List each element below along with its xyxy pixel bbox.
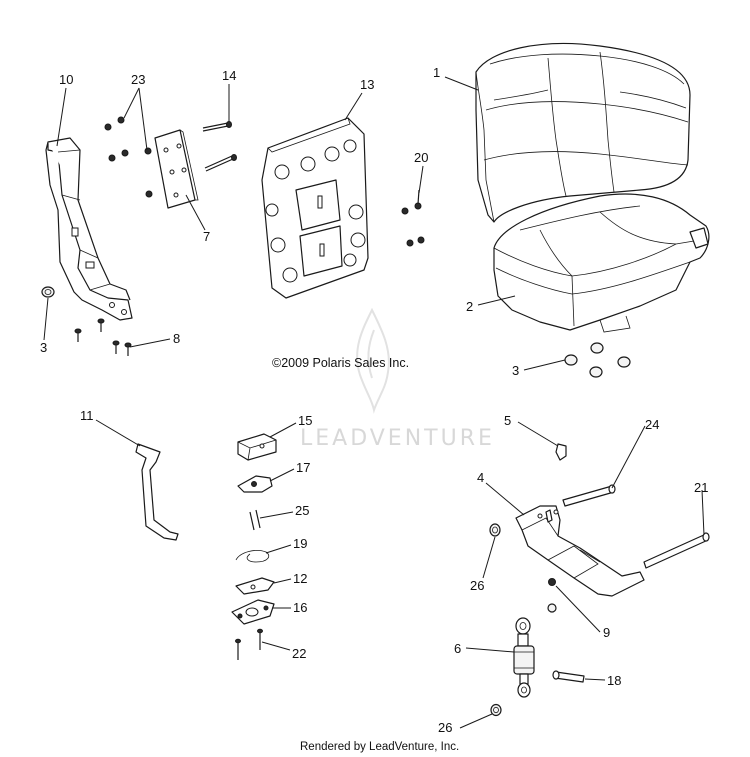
part-bolt-18 (552, 670, 585, 683)
callout-26-upper: 26 (470, 578, 484, 593)
part-fitting-5 (555, 443, 567, 461)
callout-7: 7 (203, 229, 210, 244)
part-shock-absorber-6 (513, 617, 535, 698)
callout-20: 20 (414, 150, 428, 165)
part-seat-bottom-2 (493, 193, 710, 333)
callout-21: 21 (694, 480, 708, 495)
part-latch-base-16 (231, 599, 275, 625)
part-bolts-8 (74, 318, 132, 356)
part-nut-9 (547, 578, 557, 613)
part-plate-7 (154, 129, 199, 209)
part-clip-19 (235, 550, 270, 563)
callout-25: 25 (295, 503, 309, 518)
callout-14: 14 (222, 68, 236, 83)
part-bolts-20 (401, 189, 425, 247)
callout-12: 12 (293, 571, 307, 586)
part-nut-26-upper (489, 523, 501, 537)
copyright-text: ©2009 Polaris Sales Inc. (272, 356, 409, 370)
part-screws-22 (235, 628, 263, 660)
footer-credit: Rendered by LeadVenture, Inc. (300, 741, 459, 753)
part-shaft-24 (562, 484, 616, 507)
callout-24: 24 (645, 417, 659, 432)
watermark-text: LEADVENTURE (300, 426, 495, 451)
callout-numbers: 10 23 14 13 1 20 7 2 3 8 3 11 15 5 24 17… (40, 65, 708, 735)
part-bracket-10 (45, 137, 133, 321)
part-nut-26-lower (490, 703, 502, 717)
part-nut-3-left (41, 286, 55, 298)
callout-22: 22 (292, 646, 306, 661)
callout-10: 10 (59, 72, 73, 87)
part-latch-block-15 (237, 433, 277, 461)
part-plate-12 (235, 577, 275, 595)
part-nuts-3-right (564, 342, 631, 378)
part-seat-back-1 (475, 42, 691, 223)
callout-18: 18 (607, 673, 621, 688)
callout-2: 2 (466, 299, 473, 314)
callout-3-right: 3 (512, 363, 519, 378)
callout-4: 4 (477, 470, 484, 485)
part-shaft-21 (643, 532, 710, 569)
part-latch-17 (237, 475, 273, 493)
watermark-logo: LEADVENTURE (300, 307, 495, 451)
callout-6: 6 (454, 641, 461, 656)
leader-lines (43, 76, 705, 729)
callout-8: 8 (173, 331, 180, 346)
part-pins-25 (249, 509, 261, 531)
callout-1: 1 (433, 65, 440, 80)
callout-9: 9 (603, 625, 610, 640)
callout-5: 5 (504, 413, 511, 428)
callout-23: 23 (131, 72, 145, 87)
callout-16: 16 (293, 600, 307, 615)
callout-26-lower: 26 (438, 720, 452, 735)
callout-3-left: 3 (40, 340, 47, 355)
callout-19: 19 (293, 536, 307, 551)
part-backrest-frame-13 (261, 117, 369, 299)
callout-15: 15 (298, 413, 312, 428)
callout-11: 11 (80, 408, 94, 423)
part-bolts-14 (202, 121, 237, 172)
callout-17: 17 (296, 460, 310, 475)
part-nuts-23 (104, 116, 153, 198)
callout-13: 13 (360, 77, 374, 92)
part-rod-11 (135, 443, 179, 541)
part-swing-arm-4 (515, 505, 645, 597)
